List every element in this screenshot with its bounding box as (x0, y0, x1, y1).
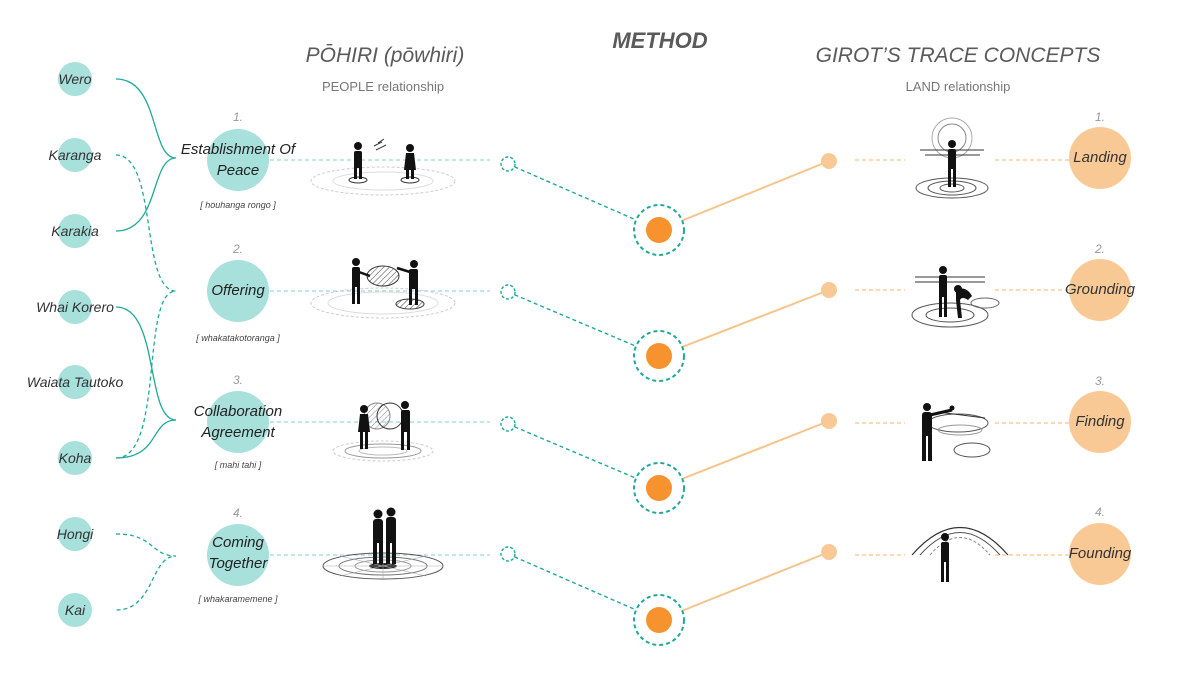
land-pictogram-4 (911, 526, 1009, 582)
item-circle-hongi (58, 517, 92, 551)
left-item-koha: Koha (58, 450, 92, 466)
teal-link-2 (507, 291, 660, 357)
orange-link-2 (658, 289, 830, 357)
orange-link-1 (658, 160, 830, 231)
item-circle-koha (58, 441, 92, 475)
left-item-hongi: Hongi (56, 526, 94, 542)
people-connector-lines (270, 159, 490, 556)
people-pictogram-3 (332, 401, 434, 462)
step-number-4: 4. (232, 506, 243, 520)
trace-circles (1069, 127, 1131, 585)
item-circle-whai-korero (58, 290, 92, 324)
step-label-2: Offering (211, 282, 265, 299)
land-pictogram-1 (915, 117, 989, 199)
item-circle-waiata-tautoko (58, 365, 92, 399)
left-item-circles (58, 62, 92, 627)
trace-circle-4 (1069, 523, 1131, 585)
teal-start-nodes (500, 156, 516, 562)
step-label-3: Collaboration Agreement (193, 403, 283, 441)
bracket-hongi-kai-to-step4 (115, 533, 177, 611)
step-sublabel-1: [ houhanga rongo ] (200, 200, 276, 210)
trace-label-1: Landing (1073, 149, 1127, 166)
left-item-whai-korero: Whai Korero (36, 299, 114, 315)
trace-number-1: 1. (1094, 110, 1105, 124)
page-title: METHOD (612, 28, 708, 53)
step-circle-1 (207, 129, 269, 191)
trace-number-3: 3. (1094, 374, 1105, 388)
item-circle-karakia (58, 214, 92, 248)
step-sublabel-3: [ mahi tahi ] (214, 460, 262, 470)
method-center-nodes (633, 204, 685, 646)
trace-label-4: Founding (1068, 545, 1132, 562)
left-item-kai: Kai (64, 602, 86, 618)
bracket-karanga-to-step2 (115, 154, 177, 292)
left-item-waiata-tautoko: Waiata Tautoko (26, 374, 124, 390)
step-circle-2 (207, 260, 269, 322)
trace-label-3: Finding (1075, 413, 1125, 430)
item-circle-kai (58, 593, 92, 627)
step-number-3: 3. (232, 373, 243, 387)
trace-circle-3 (1069, 391, 1131, 453)
trace-label-2: Grounding (1064, 281, 1136, 298)
right-column-subtitle: LAND relationship (905, 79, 1011, 94)
trace-number-4: 4. (1094, 505, 1105, 519)
bracket-connectors (115, 78, 177, 611)
bracket-koha-to-step2 (115, 290, 177, 459)
teal-link-3 (507, 423, 660, 489)
step-sublabel-2: [ whakatakotoranga ] (196, 333, 280, 343)
step-label-1: Establishment Of Peace (180, 141, 296, 179)
land-connector-lines (855, 159, 1070, 556)
left-column-title: PŌHIRI (pōwhiri) (305, 44, 465, 67)
bracket-whai-korero-to-step3 (115, 306, 177, 421)
step-circle-4 (207, 524, 269, 586)
step-circles (207, 129, 269, 586)
people-pictogram-4 (322, 507, 444, 580)
step-number-1: 1. (232, 110, 243, 124)
left-column-subtitle: PEOPLE relationship (321, 79, 445, 94)
orange-link-4 (658, 551, 830, 621)
method-connections (507, 160, 830, 621)
orange-end-nodes (821, 153, 837, 560)
land-pictogram-2 (911, 266, 1000, 328)
land-pictogram-3 (922, 403, 991, 461)
bracket-koha-to-step3 (115, 419, 177, 459)
step-number-2: 2. (232, 242, 243, 256)
step-sublabel-4: [ whakaramemene ] (198, 594, 278, 604)
trace-circle-2 (1069, 259, 1131, 321)
left-item-karanga: Karanga (48, 147, 102, 163)
left-item-wero: Wero (58, 71, 92, 87)
trace-number-2: 2. (1094, 242, 1105, 256)
orange-link-3 (658, 420, 830, 489)
people-pictogram-1 (310, 138, 456, 196)
left-item-karakia: Karakia (51, 223, 99, 239)
trace-circle-1 (1069, 127, 1131, 189)
people-pictogram-2 (310, 258, 456, 319)
step-circle-3 (207, 391, 269, 453)
item-circle-karanga (58, 138, 92, 172)
right-column-title: GIROT’S TRACE CONCEPTS (815, 44, 1101, 67)
step-label-4: Coming Together (208, 534, 268, 572)
item-circle-wero (58, 62, 92, 96)
bracket-wero-karakia-to-step1 (115, 78, 177, 232)
